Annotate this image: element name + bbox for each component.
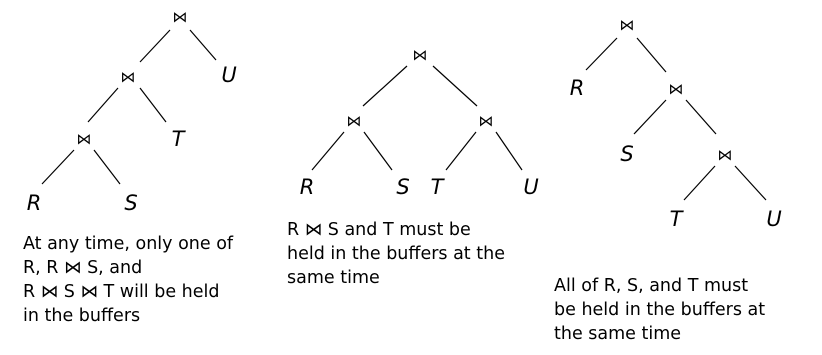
caption-right-deep: All of R, S, and T must be held in the b…	[554, 274, 765, 346]
leaf-s: S	[124, 191, 137, 215]
edge	[636, 37, 667, 73]
caption-line: same time	[287, 268, 380, 288]
tree-right-deep: ⋈ ⋈ ⋈ R S T U	[570, 16, 782, 231]
join-node-root: ⋈	[413, 46, 428, 64]
edge	[311, 131, 345, 171]
edge	[495, 131, 523, 171]
leaf-t: T	[431, 175, 446, 199]
edge	[189, 29, 217, 61]
edge	[363, 131, 393, 171]
leaf-u: U	[766, 207, 781, 231]
leaf-r: R	[300, 175, 315, 199]
join-node: ⋈	[479, 112, 494, 130]
tree-left-deep: ⋈ ⋈ ⋈ R S T U	[27, 8, 237, 215]
leaf-r: R	[570, 76, 585, 100]
caption-line: held in the buffers at the	[287, 244, 505, 264]
join-node: ⋈	[121, 68, 136, 86]
edge	[93, 149, 121, 185]
edge	[734, 165, 767, 201]
edge	[585, 37, 618, 71]
join-node-root: ⋈	[620, 16, 635, 34]
leaf-t: T	[172, 127, 187, 151]
caption-line: in the buffers	[23, 306, 141, 326]
caption-bushy: R ⋈ S and T must be held in the buffers …	[287, 218, 505, 290]
join-node: ⋈	[718, 146, 733, 164]
edge	[139, 29, 171, 63]
edge	[445, 131, 477, 171]
leaf-u: U	[221, 63, 236, 87]
edge	[139, 87, 167, 123]
caption-line: be held in the buffers at	[554, 300, 766, 320]
join-node-root: ⋈	[173, 8, 188, 26]
caption-line: R ⋈ S ⋈ T will be held	[23, 282, 220, 302]
edge	[362, 65, 408, 107]
leaf-r: R	[27, 191, 42, 215]
leaf-t: T	[670, 207, 685, 231]
leaf-s: S	[396, 175, 409, 199]
edge	[87, 87, 119, 123]
caption-left-deep: At any time, only one of R, R ⋈ S, and R…	[23, 232, 233, 328]
tree-bushy: ⋈ ⋈ ⋈ R S T U	[300, 46, 539, 199]
leaf-u: U	[523, 175, 538, 199]
caption-line: All of R, S, and T must	[554, 276, 749, 296]
caption-line: At any time, only one of	[23, 234, 234, 254]
caption-line: R ⋈ S and T must be	[287, 220, 471, 240]
edge	[633, 99, 667, 135]
caption-line: the same time	[554, 324, 682, 344]
join-node: ⋈	[669, 80, 684, 98]
caption-line: R, R ⋈ S, and	[23, 258, 143, 278]
leaf-s: S	[620, 142, 633, 166]
join-node: ⋈	[77, 130, 92, 148]
edge	[683, 165, 716, 201]
edge	[685, 99, 717, 135]
edge	[41, 149, 75, 185]
join-node: ⋈	[347, 112, 362, 130]
edge	[432, 65, 478, 107]
